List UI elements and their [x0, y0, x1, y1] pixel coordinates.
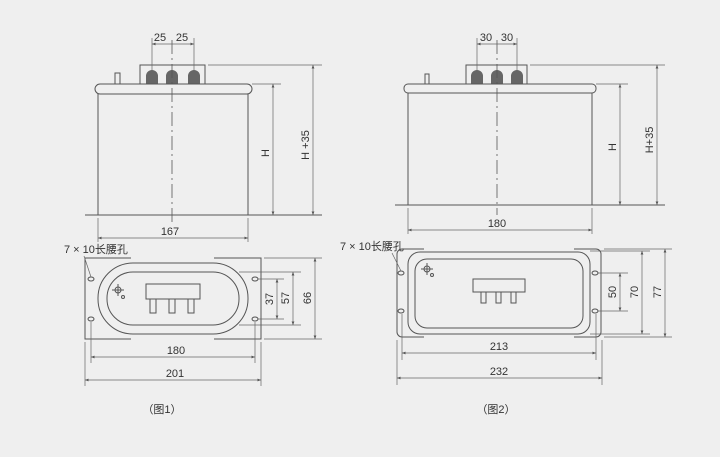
figure2-caption: （图2）: [476, 403, 515, 416]
height-dim: H: [607, 143, 619, 151]
plate-height-dim: 66: [302, 292, 314, 304]
hole-label: 7 × 10长腰孔: [64, 243, 128, 256]
plate-height-dim: 77: [652, 286, 664, 298]
body-width-dim: 167: [161, 226, 179, 238]
height-dim: H: [260, 149, 272, 157]
hole-h-spacing-dim: 180: [167, 345, 185, 357]
hole-spacing-dim: 37: [264, 293, 276, 305]
hole-label: 7 × 10长腰孔: [340, 240, 404, 253]
pitch-dim-1: 25: [154, 32, 166, 44]
inner-height-dim: 70: [629, 286, 641, 298]
body-width-dim: 180: [488, 218, 506, 230]
hole-h-spacing-dim: 213: [490, 341, 508, 353]
mounting-holes: [87, 276, 259, 322]
total-height-dim: H +35: [300, 130, 312, 160]
figure1-caption: （图1）: [142, 403, 181, 416]
figure2-side-view: 30 30 H H+35 180: [395, 32, 665, 234]
figure1-side-view: 25 25 H H +35 167: [85, 32, 322, 242]
pitch-dim-1: 30: [480, 32, 492, 44]
inner-height-dim: 57: [280, 292, 292, 304]
hole-spacing-dim: 50: [607, 286, 619, 298]
pitch-dim-2: 30: [501, 32, 513, 44]
plate-width-dim: 232: [490, 366, 508, 378]
total-height-dim: H+35: [644, 127, 656, 154]
plate-width-dim: 201: [166, 368, 184, 380]
figure1-top-view: 7 × 10长腰孔 37 57 66 180 201 （图1）: [64, 243, 322, 416]
pitch-dim-2: 25: [176, 32, 188, 44]
figure2-top-view: 7 × 10长腰孔 50 70 77 213 232 （图2）: [340, 240, 672, 416]
terminals: [146, 70, 200, 84]
